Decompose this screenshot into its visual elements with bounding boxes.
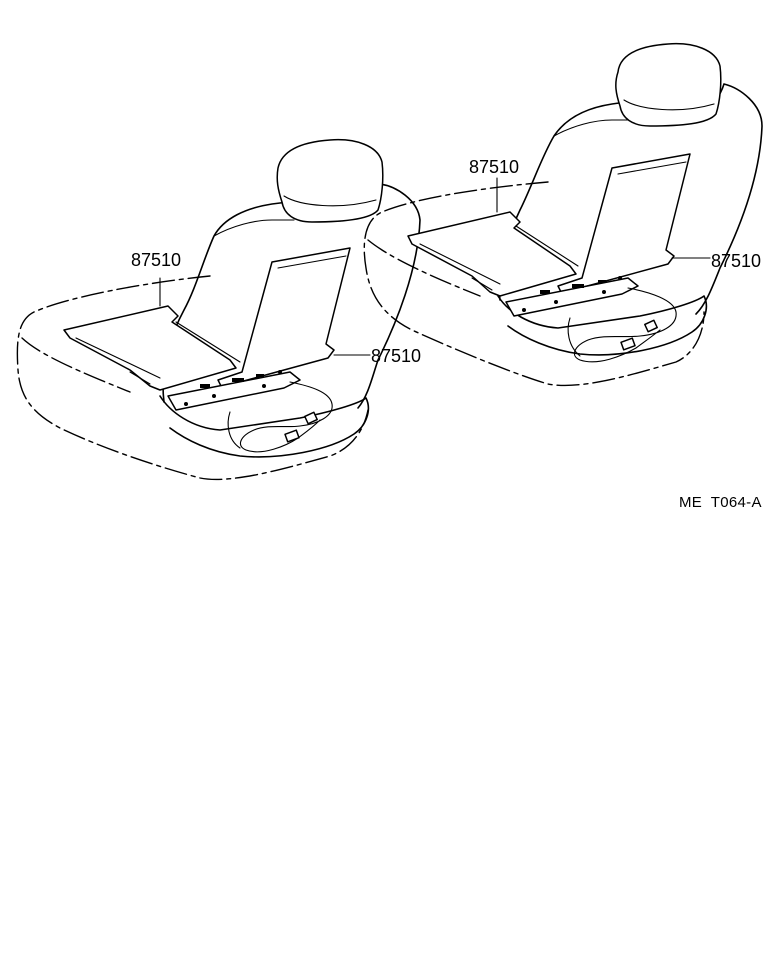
left-heater-connector-2 — [304, 411, 318, 425]
left-strip-dot-2 — [212, 394, 216, 398]
left-seat-lower-frame — [159, 395, 370, 458]
right-heater-lower-strip — [505, 277, 639, 317]
right-strip-dot-1 — [522, 308, 526, 312]
right-seat-lower-frame — [497, 295, 708, 356]
left-seat-assembly: 87510 87510 — [16, 138, 421, 481]
right-wiring-harness — [573, 287, 677, 363]
right-back-heater-callout: 87510 — [711, 251, 761, 271]
left-strip-dot-3 — [262, 384, 266, 388]
right-strip-slot-2 — [572, 284, 584, 288]
left-strip-slot-3 — [256, 374, 264, 377]
left-heater-connector — [284, 429, 300, 443]
right-strip-dot-3 — [602, 290, 606, 294]
left-cushion-heater-callout: 87510 — [131, 250, 181, 270]
left-seat-back-inner-curve — [213, 219, 295, 237]
left-back-heater-leader-diag — [175, 321, 241, 363]
right-cushion-heater-pad — [407, 211, 577, 297]
right-cushion-front-edge — [367, 239, 481, 297]
right-strip-dot-2 — [554, 300, 558, 304]
right-strip-slot-1 — [540, 290, 550, 294]
right-seat-assembly: 87510 87510 — [363, 42, 763, 387]
left-heater-lower-strip — [167, 371, 301, 411]
right-headrest — [615, 42, 722, 127]
left-strip-slot-2 — [232, 378, 244, 382]
left-cushion-front-edge — [21, 337, 131, 393]
left-cushion-heater-pad — [63, 305, 237, 391]
right-heater-connector-2 — [644, 319, 658, 333]
left-strip-slot-1 — [200, 384, 210, 388]
left-strip-dot-1 — [184, 402, 188, 406]
right-back-heater-leader-diag — [515, 225, 579, 267]
left-back-heater-pad — [217, 247, 351, 389]
left-seat-cushion-outline — [16, 275, 369, 481]
diagram-reference-code: ME T064-A — [679, 494, 762, 511]
right-seat-cushion-outline — [363, 181, 705, 387]
left-headrest — [276, 138, 384, 223]
right-seat-back-inner-curve — [553, 119, 633, 137]
left-back-heater-callout: 87510 — [371, 346, 421, 366]
right-cushion-heater-callout: 87510 — [469, 157, 519, 177]
right-strip-dot-4 — [618, 276, 622, 280]
right-back-heater-pad — [557, 153, 691, 295]
right-heater-connector — [620, 337, 636, 351]
right-strip-slot-3 — [598, 280, 606, 283]
left-strip-dot-4 — [278, 370, 282, 374]
